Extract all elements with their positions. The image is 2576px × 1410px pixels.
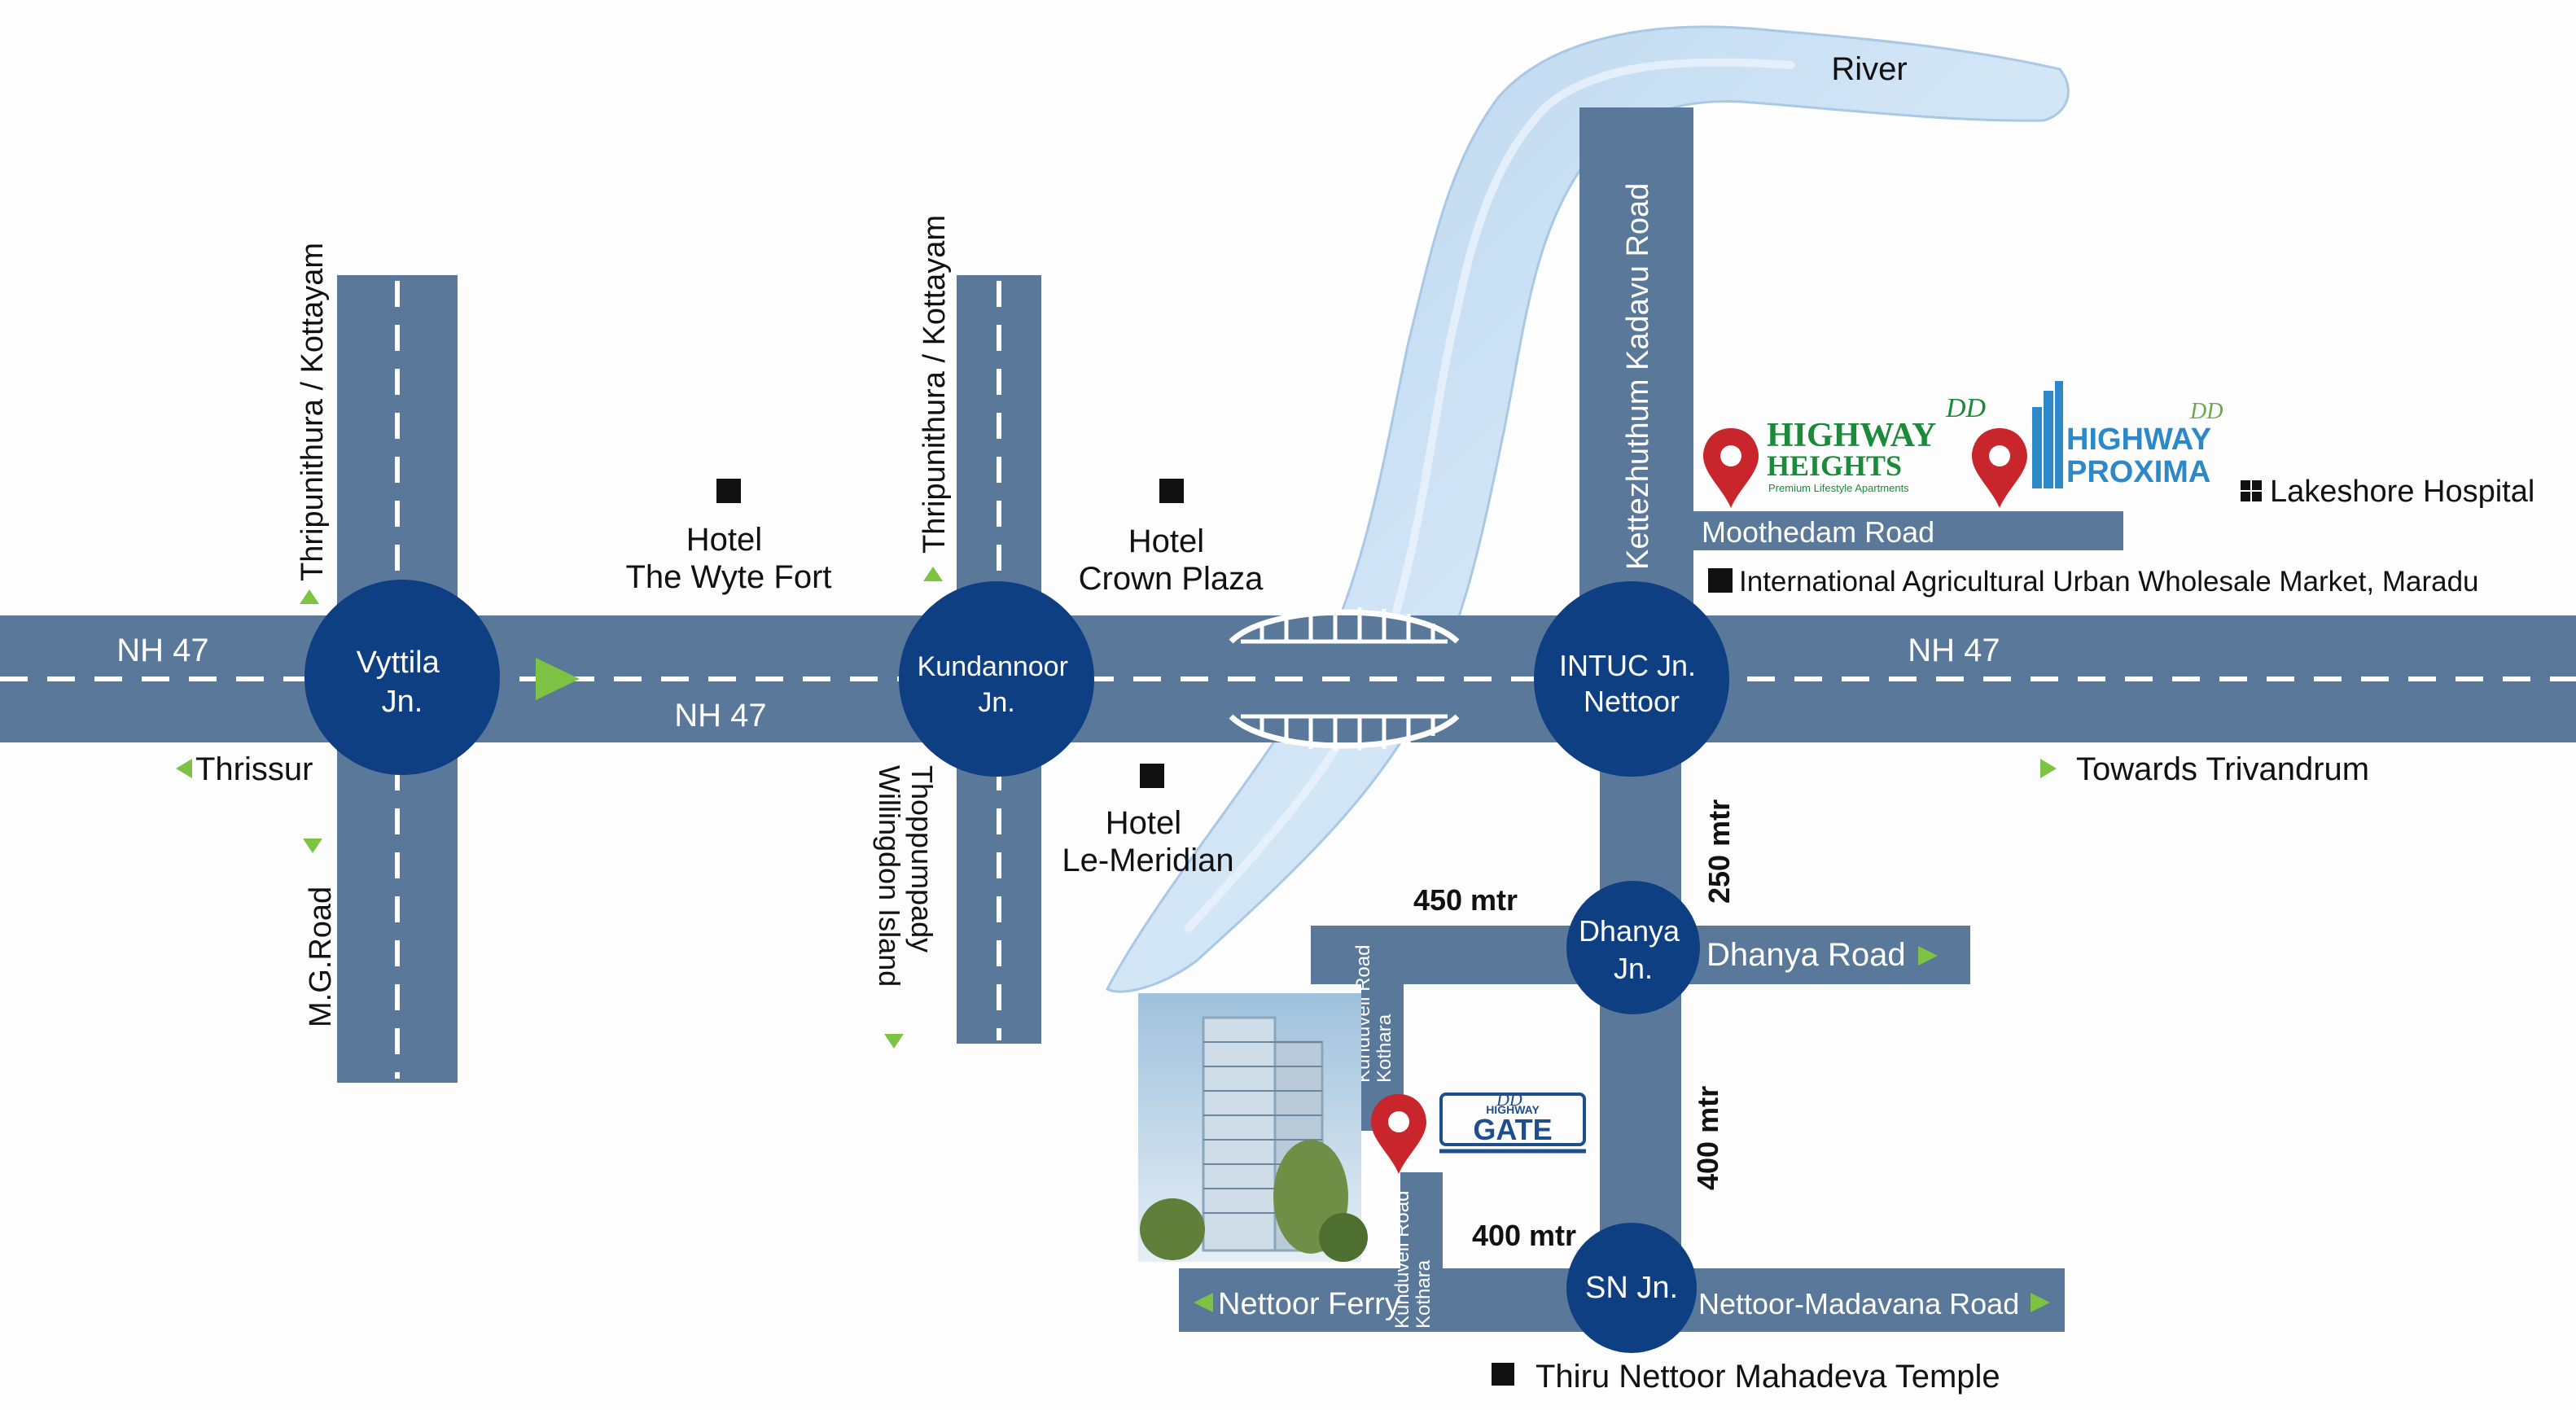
thripunithura-label-1: Thripunithura / Kottayam <box>296 243 330 581</box>
junction-dhanya: Dhanya Jn. <box>1566 881 1700 1014</box>
dhanya-line1: Dhanya <box>1579 914 1680 948</box>
hotel-le-meridian: Hotel Le-Meridian <box>1062 805 1233 878</box>
distance-450: 450 mtr <box>1413 883 1518 917</box>
mg-road-label: M.G.Road <box>304 887 338 1027</box>
proxima-building-icon <box>2032 381 2063 488</box>
road-kettezhuthum-kadavu <box>1579 107 1693 612</box>
svg-text:HIGHWAY: HIGHWAY <box>1486 1103 1540 1116</box>
hotel-wyte-fort: Hotel The Wyte Fort <box>625 522 831 595</box>
svg-text:HIGHWAY: HIGHWAY <box>2066 423 2211 457</box>
kothara-top-line1: Kothara <box>1373 1014 1395 1083</box>
mahadeva-temple: Thiru Nettoor Mahadeva Temple <box>1536 1359 2000 1395</box>
nh47-label-mid: NH 47 <box>674 698 766 733</box>
distance-250: 250 mtr <box>1702 799 1736 904</box>
svg-text:GATE: GATE <box>1473 1113 1552 1146</box>
thripunithura-label-2: Thripunithura / Kottayam <box>918 215 952 554</box>
crown-plaza-line1: Hotel <box>1128 523 1204 559</box>
crown-plaza-line2: Crown Plaza <box>1079 561 1264 597</box>
highway-gate-logo: DD HIGHWAY GATE <box>1439 1089 1586 1154</box>
nh47-label-right: NH 47 <box>1908 633 2000 668</box>
junction-vyttila: Vyttila Jn. <box>304 580 500 775</box>
dhanya-line2: Jn. <box>1614 952 1653 985</box>
junction-sn: SN Jn. <box>1566 1223 1697 1353</box>
junction-intuc: INTUC Jn. Nettoor <box>1534 581 1729 777</box>
highway-proxima-logo: DD HIGHWAY PROXIMA <box>2032 381 2223 489</box>
wyte-fort-line2: The Wyte Fort <box>625 559 831 595</box>
intuc-line2: Nettoor <box>1584 685 1680 718</box>
building-photo <box>1138 993 1368 1262</box>
thoppumpady-arrow-icon <box>884 1034 904 1049</box>
svg-text:INTUC Jn. Nettoor: INTUC Jn. Nettoor <box>1559 649 1704 718</box>
landmark-square-icon <box>1140 764 1164 788</box>
thoppumpady-line1: Thoppumpady <box>905 765 939 952</box>
bridge-south <box>1229 714 1460 751</box>
svg-text:HEIGHTS: HEIGHTS <box>1767 449 1902 482</box>
kundannoor-line1: Kundannoor <box>918 651 1068 682</box>
kothara-bottom-line2: Kunduveli Road <box>1391 1191 1413 1329</box>
lakeshore-hospital: Lakeshore Hospital <box>2270 475 2534 509</box>
svg-text:Vyttila Jn.: Vyttila Jn. <box>357 646 449 719</box>
trivandrum-arrow-icon <box>2040 759 2057 778</box>
location-pin-icon <box>1371 1094 1426 1174</box>
direction-arrow-icon <box>536 658 580 700</box>
nettoor-ferry-label: Nettoor Ferry <box>1218 1287 1400 1321</box>
kothara-road-label-bottom: Kothara Kunduveli Road <box>1391 1191 1435 1329</box>
towards-trivandrum-label: Towards Trivandrum <box>2076 751 2369 787</box>
kothara-bottom-line1: Kothara <box>1413 1259 1435 1329</box>
distance-400-vertical: 400 mtr <box>1691 1086 1724 1190</box>
svg-text:PROXIMA: PROXIMA <box>2066 455 2210 489</box>
location-pin-icon <box>1972 428 2027 508</box>
kettezhuthum-road-label: Kettezhuthum Kadavu Road <box>1621 183 1655 570</box>
thripunithura-arrow-icon-2 <box>923 567 943 581</box>
landmark-square-icon <box>716 479 741 503</box>
bridge-north <box>1229 607 1460 644</box>
moothedam-road-label: Moothedam Road <box>1702 515 1934 549</box>
distance-400-horizontal: 400 mtr <box>1472 1219 1576 1252</box>
landmark-square-icon <box>1492 1363 1514 1386</box>
wyte-fort-line1: Hotel <box>686 522 762 558</box>
svg-text:HIGHWAY: HIGHWAY <box>1767 417 1937 454</box>
thrissur-arrow-icon <box>176 759 192 778</box>
dhanya-road-label: Dhanya Road <box>1706 937 1906 973</box>
madavana-arrow-icon <box>2031 1293 2050 1312</box>
ferry-arrow-icon <box>1194 1293 1213 1312</box>
le-meridian-line2: Le-Meridian <box>1062 843 1233 878</box>
thripunithura-arrow-icon-1 <box>300 589 319 604</box>
mg-road-arrow-icon <box>303 839 322 853</box>
svg-text:DD: DD <box>2189 399 2223 424</box>
thrissur-label: Thrissur <box>195 751 313 787</box>
agri-market: International Agricultural Urban Wholesa… <box>1739 566 2479 598</box>
road-moothedam <box>1693 511 2123 550</box>
kothara-road-label-top: Kothara Kunduveli Road <box>1352 945 1395 1083</box>
location-pin-icon <box>1703 428 1759 508</box>
landmark-square-icon <box>1159 479 1184 503</box>
vyttila-line1: Vyttila <box>357 646 440 680</box>
hospital-icon <box>2241 480 2262 501</box>
thoppumpady-label: Thoppumpady Willingdon Island <box>873 765 939 987</box>
vyttila-line2: Jn. <box>382 685 423 719</box>
intuc-line1: INTUC Jn. <box>1559 649 1696 682</box>
nh47-label-left: NH 47 <box>116 633 208 668</box>
svg-text:Kundannoor Jn.: Kundannoor Jn. <box>918 651 1076 718</box>
nettoor-madavana-label: Nettoor-Madavana Road <box>1698 1287 2019 1320</box>
svg-text:Premium Lifestyle Apartments: Premium Lifestyle Apartments <box>1768 482 1909 494</box>
svg-text:DD: DD <box>1945 393 1987 423</box>
thoppumpady-line2: Willingdon Island <box>873 765 906 987</box>
landmark-square-icon <box>1708 568 1733 593</box>
svg-text:Dhanya Jn.: Dhanya Jn. <box>1579 914 1688 985</box>
le-meridian-line1: Hotel <box>1106 805 1181 841</box>
kundannoor-line2: Jn. <box>978 687 1014 718</box>
dhanya-arrow-icon <box>1918 946 1938 966</box>
sn-label: SN Jn. <box>1585 1271 1678 1305</box>
junction-kundannoor: Kundannoor Jn. <box>899 581 1094 777</box>
river-highlight <box>1185 58 1795 932</box>
river-label: River <box>1831 51 1907 87</box>
highway-heights-logo: DD HIGHWAY HEIGHTS Premium Lifestyle Apa… <box>1767 393 1987 494</box>
hotel-crown-plaza: Hotel Crown Plaza <box>1079 523 1264 597</box>
